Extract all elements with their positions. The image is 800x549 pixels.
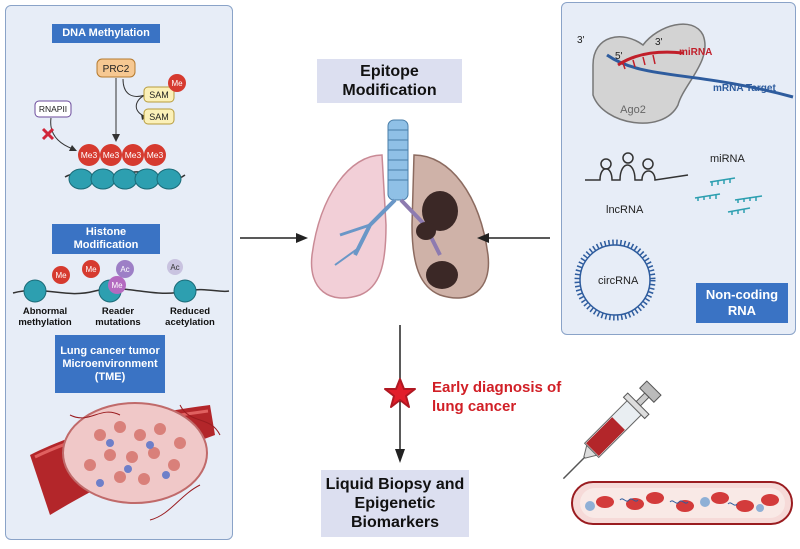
dna-methylation-illustration: PRC2 SAM Me SAM RNAPII Me3 Me3 Me3 Me3 [34,58,186,190]
histone-me-3 [108,276,126,294]
reader-mutations-label: Reader mutations [95,306,141,328]
circrna-label: circRNA [598,275,639,287]
ago2-label: Ago2 [620,104,646,116]
syringe-vessel-illustration [562,380,793,525]
me3-text-4: Me3 [147,150,164,160]
tme-label: Lung cancer tumor Microenvironment (TME) [55,335,165,393]
histone-me-text-1: Me [55,271,67,280]
histone-ac-text-1: Ac [120,265,129,274]
mrna-target-label: mRNA Target [713,83,776,94]
me-circle-top [168,74,186,92]
sam-box-1 [143,86,175,103]
rnapii-box [34,100,72,118]
me3-group: Me3 Me3 Me3 Me3 [78,144,166,166]
me3-text-3: Me3 [125,150,142,160]
me-text-top: Me [171,79,183,88]
histone-me-1 [52,266,70,284]
histone-modification-label: Histone Modification [52,224,160,254]
mirna-label: miRNA [710,153,745,165]
histone-me-text-2: Me [85,265,97,274]
tumor-2 [416,222,436,240]
rnapii-text: RNAPII [39,104,67,114]
mirna-ago2-illustration: 3' 5' 3' miRNA mRNA Target Ago2 [577,23,794,124]
liquid-biopsy-label: Liquid Biopsy and Epigenetic Biomarkers [321,470,469,537]
tumor-3 [426,261,458,289]
prc2-box [96,58,136,78]
mirna-red-label: miRNA [679,47,712,58]
noncoding-rna-label: Non-coding RNA [696,283,788,323]
three-prime-left: 3' [577,35,585,46]
sam-text-2: SAM [149,112,169,122]
five-prime: 5' [615,51,623,62]
epitope-modification-text: Epitope Modification [342,63,437,99]
histone-me-2 [82,260,100,278]
mirna-small-illustration [694,177,763,215]
abnormal-methylation-label: Abnormal methylation [18,306,72,328]
histone-ac-2 [167,259,183,275]
histone-ac-text-2: Ac [170,263,179,272]
histone-illustration: Me Me Me Ac Ac [12,259,230,303]
red-star-icon [384,378,416,408]
prc2-text: PRC2 [103,64,130,75]
histone-ac-1 [116,260,134,278]
tme-illustration [30,402,221,521]
me3-text-2: Me3 [103,150,120,160]
early-diagnosis-text: Early diagnosis of lung cancer [432,379,562,415]
circrna-illustration [574,239,656,321]
arrow-right-in [477,233,550,243]
arrow-left-in [240,233,308,243]
me3-circle-1 [78,144,100,166]
three-prime-right: 3' [655,37,663,48]
epitope-modification-label: Epitope Modification [317,59,462,103]
liquid-biopsy-text: Liquid Biopsy and Epigenetic Biomarkers [325,476,465,531]
tumor-1 [422,191,458,231]
me3-circle-3 [122,144,144,166]
sam-text-1: SAM [149,90,169,100]
histone-me-text-3: Me [111,281,123,290]
me3-text-1: Me3 [81,150,98,160]
lungs-illustration [310,119,490,299]
dna-methylation-label: DNA Methylation [52,24,160,43]
me3-circle-2 [100,144,122,166]
reduced-acetylation-label: Reduced acetylation [165,306,215,328]
lncrna-illustration [585,152,689,181]
sam-box-2 [143,108,175,125]
lncrna-label: lncRNA [606,204,644,216]
me3-circle-4 [144,144,166,166]
